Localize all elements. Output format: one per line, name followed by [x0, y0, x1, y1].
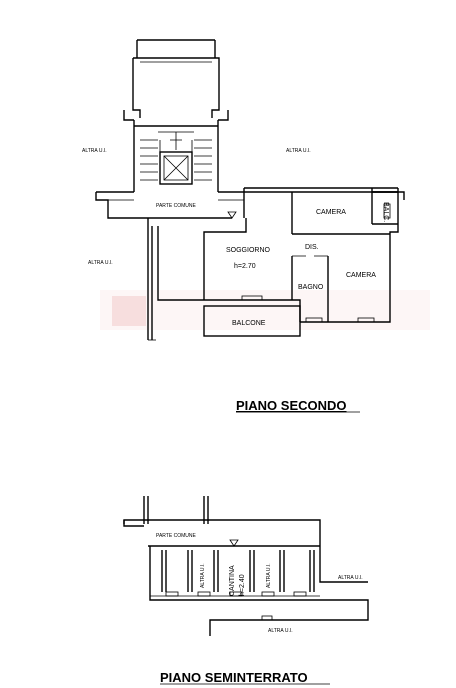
label-soggiorno: SOGGIORNO: [226, 247, 271, 254]
balcony: [203, 305, 301, 337]
label-bagno: BAGNO: [298, 284, 324, 291]
label-cantina-height: h=2.40: [239, 574, 246, 596]
label-basement-parte-comune: PARTE COMUNE: [156, 533, 196, 539]
adjacent-walls: [147, 188, 405, 341]
label-altra-ui-left-mid: ALTRA U.I.: [88, 260, 113, 266]
label-soggiorno-height: h=2.70: [234, 263, 256, 270]
label-camera-top: CAMERA: [316, 209, 346, 216]
label-altra-ui-cell-1: ALTRA U.I.: [200, 563, 206, 588]
label-altra-ui-right: ALTRA U.I.: [338, 575, 363, 581]
label-camera-bottom: CAMERA: [346, 272, 376, 279]
label-altra-ui-bottom: ALTRA U.I.: [268, 628, 293, 634]
label-dis: DIS.: [305, 244, 319, 251]
label-altra-ui-right-top: ALTRA U.I.: [286, 148, 311, 154]
label-parte-comune: PARTE COMUNE: [156, 203, 196, 209]
common-corridor: [95, 191, 244, 219]
label-altra-ui-left-top: ALTRA U.I.: [82, 148, 107, 154]
lower-floor-plan: PARTE COMUNE ALTRA U.I. CANTINA h=2.40 A…: [123, 496, 369, 685]
plan-title-lower: PIANO SEMINTERRATO: [160, 670, 308, 685]
label-balcone: BALCONE: [232, 320, 266, 327]
watermark: [100, 290, 430, 330]
plan-title-upper: PIANO SECONDO: [236, 398, 347, 413]
label-cantina: CANTINA: [229, 565, 236, 596]
label-altra-ui-cell-3: ALTRA U.I.: [266, 563, 272, 588]
label-balc: BALC.: [382, 202, 389, 222]
upper-floor-plan: ALTRA U.I. ALTRA U.I. ALTRA U.I. PARTE C…: [82, 39, 405, 413]
basement-walls: [123, 496, 369, 636]
stair-tower: [123, 39, 229, 192]
